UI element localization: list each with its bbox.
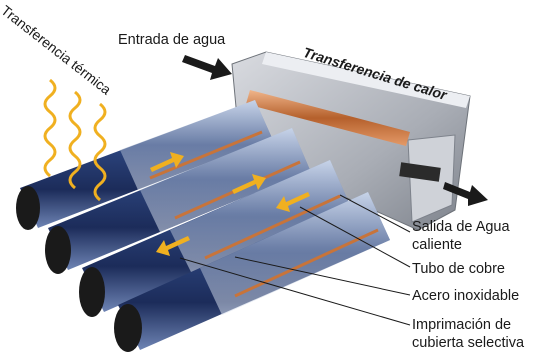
water-inlet-label: Entrada de agua [118,32,226,48]
heat-waves [43,78,107,202]
copper-tube-label: Tubo de cobre [412,261,505,277]
coating-label-2: cubierta selectiva [412,335,525,351]
coating-label-1: Imprimación de [412,317,512,333]
inlet-arrow [182,55,232,80]
tube-2 [45,128,310,274]
manifold-box [231,51,471,231]
outlet-arrow [443,182,488,206]
stainless-steel-label: Acero inoxidable [412,288,520,304]
hot-water-outlet-label-2: caliente [412,237,462,253]
hot-water-outlet-label-1: Salida de Agua [412,219,510,235]
copper-header [246,90,441,182]
flow-arrows [150,152,310,256]
tube-4 [114,192,390,352]
leader-lines [179,194,411,326]
